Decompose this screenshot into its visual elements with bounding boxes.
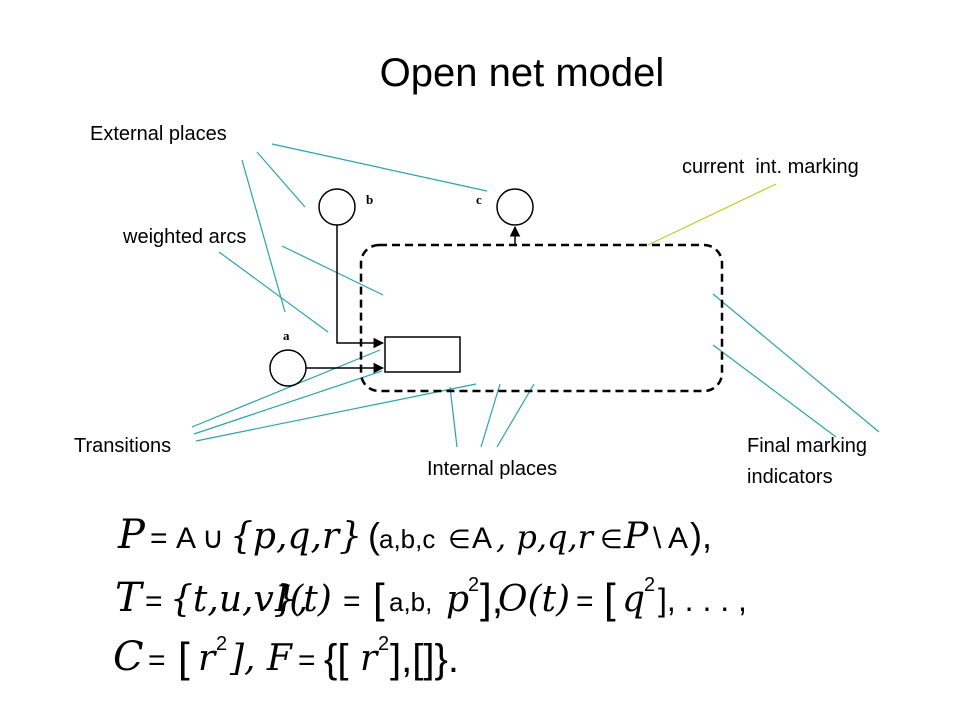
label-transitions: Transitions: [74, 435, 171, 457]
pointer-internal-1: [449, 386, 458, 448]
formula1-minus: \: [653, 522, 662, 555]
formula2-sup2: 2: [644, 574, 655, 596]
formula2-rest: ], . . . ,: [658, 582, 747, 618]
pointer-weighted-arc-1: [281, 245, 384, 296]
place-label-b: b: [366, 192, 373, 207]
formula3-sup1: 2: [216, 633, 227, 655]
label-weighted-arcs: weighted arcs: [122, 226, 246, 248]
formula1-in2: ∈: [600, 524, 623, 554]
pointer-final-1: [712, 293, 880, 433]
place-b: [318, 188, 356, 226]
formula1-P2: P: [623, 516, 649, 557]
pointer-external-to-a: [241, 159, 286, 313]
formula1-in1: ∈: [448, 524, 471, 554]
label-current-marking: current int. marking: [682, 156, 859, 178]
formula2-sup1: 2: [468, 574, 479, 596]
formula2-lb: [: [373, 575, 385, 622]
formula1-set: {p,q,r}: [230, 516, 362, 557]
formula1-open: (: [368, 515, 380, 556]
formula2-I: I(t): [274, 579, 332, 620]
place-c: [496, 188, 534, 226]
internal-net-boundary: [359, 243, 724, 393]
slide-title: Open net model: [380, 51, 665, 95]
pointer-external-to-c: [271, 143, 488, 192]
formula-line-3: C = [ r 2 ], F = {[ r 2 ],[]}.: [113, 633, 459, 681]
pointer-final-2: [712, 344, 837, 438]
formula3-rest: ],[]}.: [390, 637, 459, 681]
pointer-internal-2: [480, 383, 501, 448]
formula1-abc: a,b,c: [379, 524, 435, 554]
formula3-r2: r: [360, 638, 379, 679]
formula2-q: q: [622, 579, 645, 620]
label-internal-places: Internal places: [427, 458, 557, 480]
place-label-c: c: [476, 192, 482, 207]
formula-line-2: T = {t,u,v}, I(t) = [ a,b, p 2 ], O(t) =…: [115, 574, 747, 622]
pointer-current-marking: [647, 183, 777, 246]
formula3-eq2: =: [298, 644, 316, 677]
formula-line-1: P = A ∪ {p,q,r} ( a,b,c ∈ A , p,q,r ∈ P …: [117, 512, 712, 558]
formula1-pqr: , p,q,r: [496, 518, 595, 556]
formula1-A: A: [176, 522, 196, 555]
formula2-eq3: =: [576, 585, 594, 618]
formula1-close: ),: [690, 515, 712, 556]
formula2-eq: =: [145, 585, 163, 618]
pointer-lines: [191, 143, 880, 448]
label-external-places: External places: [90, 123, 227, 145]
formula3-open: {[: [324, 637, 348, 681]
formula3-C: C: [113, 634, 144, 680]
formula3-mid: ], F: [229, 638, 294, 679]
formula1-A3: A: [668, 522, 688, 555]
place-label-a: a: [283, 328, 290, 343]
arc-b-to-transition: [336, 225, 385, 349]
pointer-transition-3: [195, 383, 477, 442]
formula2-rb: ],: [480, 575, 503, 622]
formula1-A2: A: [472, 522, 492, 555]
formula1-cup: ∪: [202, 522, 224, 555]
pointer-transition-2: [193, 370, 383, 435]
pointer-external-to-b: [256, 151, 306, 208]
formula1-eq: =: [150, 522, 168, 555]
formula3-r: r: [198, 638, 217, 679]
formula3-eq: =: [148, 644, 166, 677]
place-a: [269, 349, 307, 387]
formula2-O: O(t): [498, 579, 570, 620]
formula3-sup2: 2: [378, 633, 389, 655]
pointer-transition-1: [191, 349, 381, 428]
formula2-T: T: [115, 575, 145, 621]
pointer-weighted-arc-2: [218, 251, 329, 333]
formula3-lb: [: [178, 634, 190, 681]
formula2-p: p: [446, 579, 469, 620]
formula2-lb2: [: [604, 575, 616, 622]
pointer-internal-3: [496, 383, 535, 448]
formula2-set: {t,u,v},: [170, 579, 308, 620]
label-final-marking-line2: indicators: [747, 466, 833, 488]
formula1-P: P: [117, 512, 146, 558]
formula2-ab: a,b,: [389, 587, 432, 617]
formula2-eq2: =: [343, 585, 361, 618]
transition-box: [384, 336, 461, 373]
label-final-marking-line1: Final marking: [747, 435, 867, 457]
